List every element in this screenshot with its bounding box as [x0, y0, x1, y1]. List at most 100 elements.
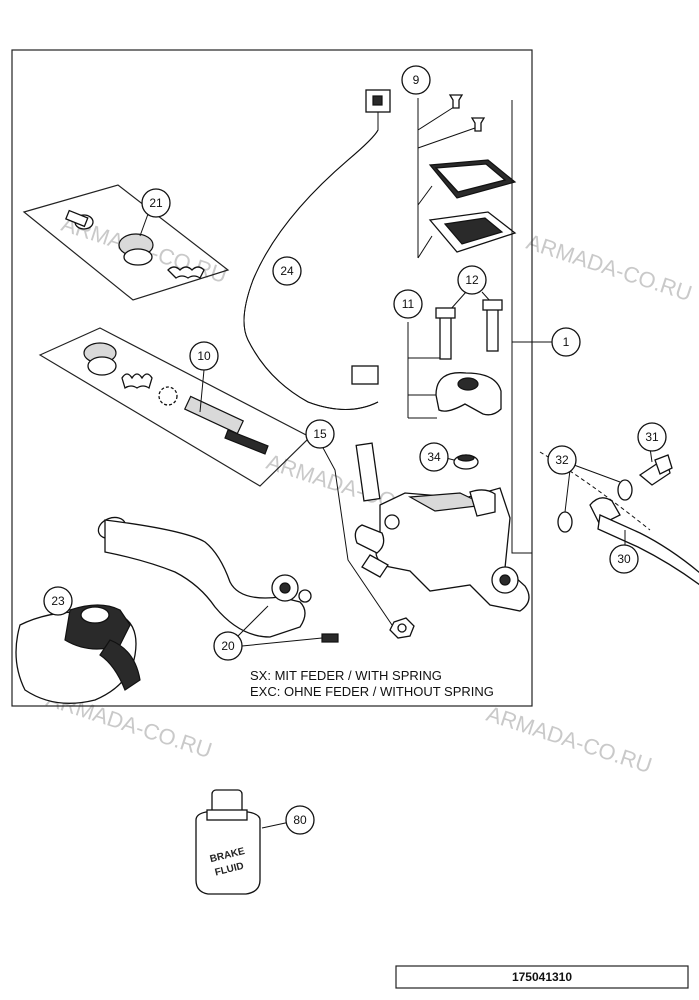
leader — [417, 185, 433, 206]
callout-label: 11 — [402, 297, 415, 311]
leader — [573, 464, 621, 483]
cap-slot — [457, 454, 475, 462]
leader — [417, 127, 476, 149]
callout-11: 11 — [393, 289, 423, 319]
callout-label: 9 — [413, 73, 420, 87]
leader — [449, 291, 467, 311]
document-number-box — [395, 965, 689, 989]
note-without-spring: EXC: OHNE FEDER / WITHOUT SPRING — [250, 684, 494, 699]
callout-9: 9 — [401, 65, 431, 95]
brake-fluid-bottle: BRAKE FLUID — [195, 789, 291, 895]
callout-10: 10 — [189, 341, 219, 413]
small-piston — [65, 209, 89, 228]
pivot-hole — [279, 582, 291, 594]
clamp-hole — [457, 377, 479, 391]
leader — [237, 605, 269, 637]
circlip — [158, 386, 178, 406]
screw — [470, 117, 486, 132]
cap-34 — [445, 454, 479, 470]
callout-24: 24 — [272, 256, 302, 286]
leader — [261, 821, 291, 829]
clamp-bolt — [486, 306, 499, 352]
callout-12: 12 — [457, 265, 487, 295]
callout-label: 34 — [427, 450, 441, 464]
callout-label: 80 — [293, 813, 307, 827]
master-piston — [183, 395, 245, 435]
bottle-body — [195, 811, 261, 895]
switch-cable-24 — [243, 89, 391, 410]
callout-32: 32 — [547, 445, 577, 475]
callout-1: 1 — [551, 327, 581, 357]
callout-label: 15 — [313, 427, 327, 441]
boot-bellows — [167, 266, 205, 279]
bellows — [121, 373, 153, 390]
callout-label: 10 — [197, 349, 211, 363]
brake-hose-group — [539, 447, 699, 586]
document-number: 175041310 — [512, 970, 572, 984]
leader — [241, 637, 323, 647]
return-spring — [224, 429, 269, 455]
copper-washer — [557, 511, 573, 533]
connector-pin — [372, 95, 383, 106]
reservoir-lip — [469, 489, 496, 517]
group-1-bracket — [511, 100, 532, 554]
bolt-head — [435, 307, 456, 319]
reservoir-cover-9 — [417, 94, 517, 259]
copper-washer — [617, 479, 633, 501]
callout-label: 24 — [280, 264, 294, 278]
banjo-port-hole — [499, 574, 511, 586]
boot-end — [87, 356, 117, 376]
callout-label: 32 — [555, 453, 569, 467]
nut-hole — [397, 623, 407, 633]
watermark: ARMADA-CO.RU — [483, 701, 655, 778]
cover-rib — [434, 163, 507, 193]
callout-20: 20 — [213, 631, 243, 661]
leader — [139, 213, 149, 237]
adjuster — [298, 589, 312, 603]
handlebar-clamp — [435, 372, 502, 416]
callouts: 1 9 10 11 12 15 20 21 — [43, 65, 667, 835]
switch-connector-bottom — [351, 365, 379, 385]
lever-guard-23 — [15, 604, 141, 704]
clamp-bolt — [439, 314, 452, 360]
kit-21-outline — [22, 184, 230, 301]
lever-mount — [354, 524, 385, 554]
cable-highlight — [243, 112, 379, 410]
callout-15: 15 — [305, 419, 335, 449]
lever-spring — [321, 633, 339, 643]
assembly-frame — [11, 49, 533, 707]
pivot-pin-15 — [355, 442, 381, 502]
master-cylinder-body — [354, 442, 530, 612]
bolt-head — [482, 299, 503, 311]
callout-label: 23 — [51, 594, 65, 608]
callout-label: 21 — [149, 196, 163, 210]
cup-seal-base — [123, 248, 153, 266]
seal-kit-21 — [22, 184, 230, 301]
leader — [417, 106, 455, 131]
leader — [417, 235, 433, 259]
brake-hose — [597, 514, 699, 586]
callout-label: 30 — [617, 552, 631, 566]
gasket-inner — [443, 217, 504, 245]
banjo-fitting — [589, 497, 621, 526]
callout-23: 23 — [43, 586, 73, 616]
callout-21: 21 — [139, 188, 171, 237]
callout-label: 20 — [221, 639, 235, 653]
guard-clamp — [80, 606, 110, 624]
leader — [564, 469, 571, 513]
mount-bolt — [384, 514, 400, 530]
callout-34: 34 — [419, 442, 449, 472]
guard-bracket — [99, 639, 141, 691]
callout-80: 80 — [285, 805, 315, 835]
screw — [448, 94, 464, 109]
leader — [199, 369, 205, 413]
callout-label: 1 — [563, 335, 570, 349]
lever-blade — [104, 519, 306, 638]
clamp-group — [407, 291, 503, 419]
mount-tab — [361, 554, 389, 578]
bolt-head — [654, 454, 673, 475]
callout-31: 31 — [637, 422, 667, 452]
bottle-neck — [206, 809, 248, 821]
callout-label: 12 — [465, 273, 479, 287]
callout-label: 31 — [645, 430, 659, 444]
